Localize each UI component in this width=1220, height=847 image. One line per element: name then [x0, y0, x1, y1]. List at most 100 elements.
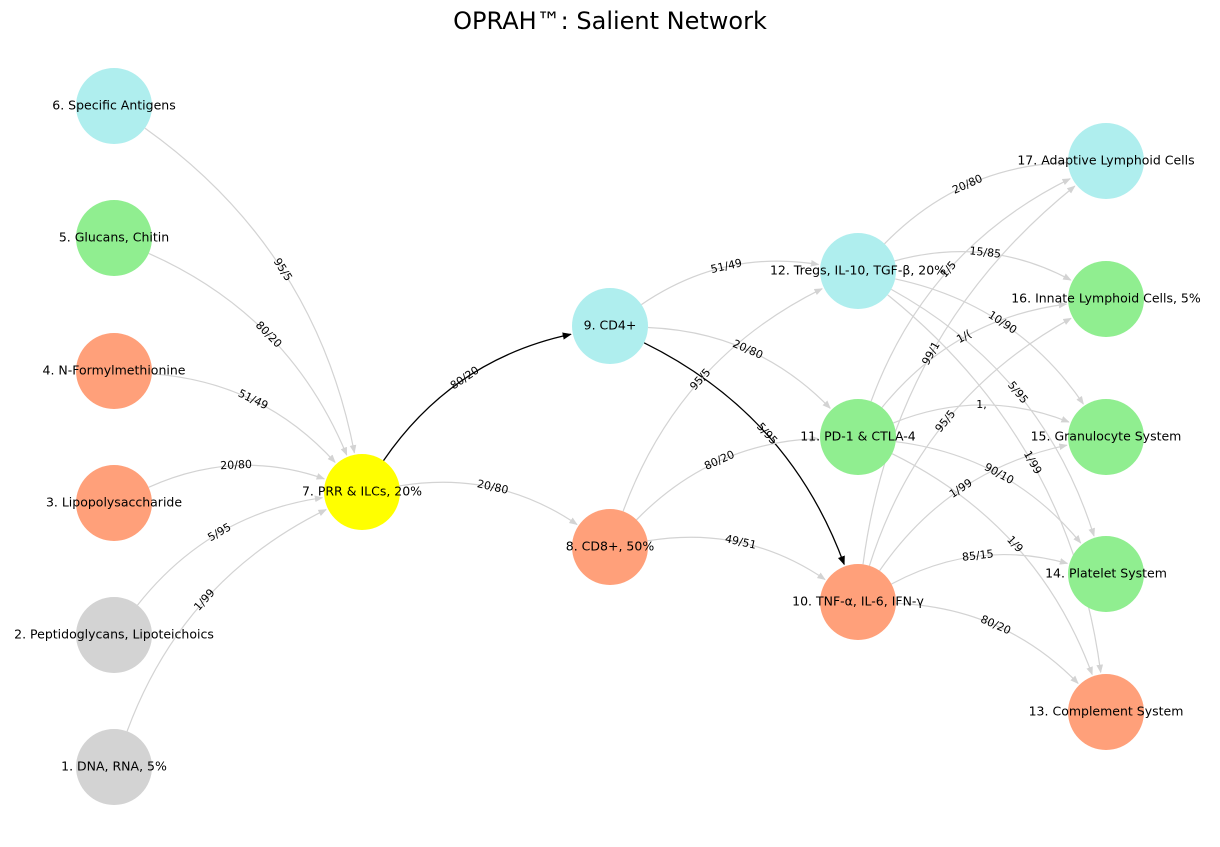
- node-n7: 7. PRR & ILCs, 20%: [302, 454, 422, 530]
- edge-n10-n14: [891, 553, 1069, 585]
- node-n4: 4. N-Formylmethionine: [43, 333, 186, 409]
- edge-n10-n16: [868, 317, 1072, 566]
- node-circle: [820, 233, 896, 309]
- edge-label: 5/95: [1005, 379, 1031, 406]
- edge-n12-n13: [887, 294, 1104, 674]
- edge-label: 80/20: [253, 319, 284, 351]
- nodes-layer: 1. DNA, RNA, 5% 2. Peptidoglycans, Lipote…: [14, 68, 1201, 805]
- node-circle: [820, 399, 896, 475]
- edge-n2-n7: [137, 495, 324, 606]
- edge-label: 49/51: [724, 532, 758, 551]
- edge-label: 1/(: [954, 327, 973, 346]
- node-label: 15. Granulocyte System: [1031, 429, 1182, 444]
- edge-n7-n9: [382, 332, 572, 461]
- node-label: 3. Lipopolysaccharide: [46, 495, 182, 510]
- edge-n12-n16: [894, 251, 1072, 281]
- node-n16: 16. Innate Lymphoid Cells, 5%: [1011, 261, 1201, 337]
- edge-n5-n7: [148, 252, 348, 456]
- edge-n11-n14: [895, 441, 1082, 544]
- node-circle: [1068, 536, 1144, 612]
- edge-label: 85/15: [961, 547, 994, 564]
- node-circle: [820, 564, 896, 640]
- edge-n3-n7: [148, 464, 325, 488]
- node-n12: 12. Tregs, IL-10, TGF-β, 20%: [770, 233, 946, 309]
- node-n17: 17. Adaptive Lymphoid Cells: [1017, 123, 1195, 199]
- edge-label: 80/20: [448, 364, 482, 393]
- edges-layer: [126, 127, 1104, 732]
- node-n15: 15. Granulocyte System: [1031, 399, 1182, 475]
- edge-label: 51/49: [236, 387, 270, 413]
- node-label: 7. PRR & ILCs, 20%: [302, 484, 422, 499]
- node-n3: 3. Lipopolysaccharide: [46, 465, 182, 541]
- edge-n9-n10: [643, 342, 845, 566]
- diagram-title: OPRAH™: Salient Network: [453, 7, 767, 35]
- edge-n9-n11: [647, 326, 831, 409]
- edge-n7-n8: [399, 481, 578, 525]
- node-circle: [76, 729, 152, 805]
- node-circle: [1068, 674, 1144, 750]
- edge-n1-n7: [126, 509, 327, 732]
- edge-label: 15/85: [969, 244, 1002, 260]
- edge-n10-n17: [862, 185, 1076, 565]
- node-n10: 10. TNF-α, IL-6, IFN-γ: [792, 564, 924, 640]
- node-n9: 9. CD4+: [572, 288, 648, 364]
- node-label: 1. DNA, RNA, 5%: [61, 759, 167, 774]
- node-circle: [76, 597, 152, 673]
- edge-n10-n13: [895, 602, 1079, 685]
- node-label: 10. TNF-α, IL-6, IFN-γ: [792, 594, 924, 609]
- edge-label: 80/20: [979, 613, 1013, 638]
- edge-n12-n14: [891, 288, 1095, 537]
- node-label: 11. PD-1 & CTLA-4: [800, 429, 916, 444]
- edge-label: 80/20: [702, 448, 736, 473]
- node-n5: 5. Glucans, Chitin: [59, 200, 169, 276]
- edge-n12-n17: [884, 159, 1067, 245]
- edge-label: 1/99: [947, 476, 975, 501]
- edge-label: 1/99: [1021, 449, 1044, 477]
- node-n2: 2. Peptidoglycans, Lipoteichoics: [14, 597, 214, 673]
- edge-n12-n15: [895, 278, 1084, 405]
- node-label: 6. Specific Antigens: [52, 98, 175, 113]
- edge-label: 20/80: [476, 477, 510, 496]
- node-label: 5. Glucans, Chitin: [59, 230, 169, 245]
- edge-label: 5/95: [206, 520, 234, 544]
- edge-n6-n7: [144, 127, 357, 454]
- node-circle: [76, 465, 152, 541]
- node-circle: [572, 288, 648, 364]
- edge-label: 95/5: [271, 256, 295, 284]
- edge-label: 20/80: [731, 337, 765, 362]
- edge-label: 20/80: [950, 172, 984, 197]
- node-label: 16. Innate Lymphoid Cells, 5%: [1011, 291, 1201, 306]
- node-circle: [76, 200, 152, 276]
- node-circle: [76, 68, 152, 144]
- edge-n4-n7: [151, 373, 336, 464]
- node-label: 9. CD4+: [584, 318, 637, 333]
- edge-n11-n16: [881, 301, 1068, 408]
- node-circle: [1068, 261, 1144, 337]
- node-n6: 6. Specific Antigens: [52, 68, 176, 144]
- edge-label: 20/80: [220, 458, 252, 473]
- node-circle: [76, 333, 152, 409]
- node-circle: [324, 454, 400, 530]
- edge-n10-n15: [879, 443, 1068, 572]
- node-n13: 13. Complement System: [1029, 674, 1184, 750]
- edge-n11-n15: [893, 404, 1070, 424]
- edge-label: 1,: [976, 398, 987, 411]
- edge-n8-n10: [647, 536, 826, 580]
- node-circle: [572, 509, 648, 585]
- node-label: 2. Peptidoglycans, Lipoteichoics: [14, 627, 214, 642]
- node-n1: 1. DNA, RNA, 5%: [61, 729, 167, 805]
- edge-n9-n12: [641, 259, 820, 306]
- edge-label: 10/90: [986, 308, 1020, 336]
- edge-n11-n17: [870, 178, 1071, 402]
- node-label: 14. Platelet System: [1045, 566, 1167, 581]
- edge-n8-n12: [622, 288, 823, 512]
- node-n8: 8. CD8+, 50%: [566, 509, 655, 585]
- node-label: 8. CD8+, 50%: [566, 539, 655, 554]
- node-label: 12. Tregs, IL-10, TGF-β, 20%: [770, 263, 946, 278]
- node-label: 13. Complement System: [1029, 704, 1184, 719]
- edge-n8-n11: [636, 435, 819, 521]
- edge-label: 90/10: [982, 460, 1016, 487]
- edge-n11-n13: [891, 453, 1093, 676]
- node-n11: 11. PD-1 & CTLA-4: [800, 399, 916, 475]
- node-circle: [1068, 123, 1144, 199]
